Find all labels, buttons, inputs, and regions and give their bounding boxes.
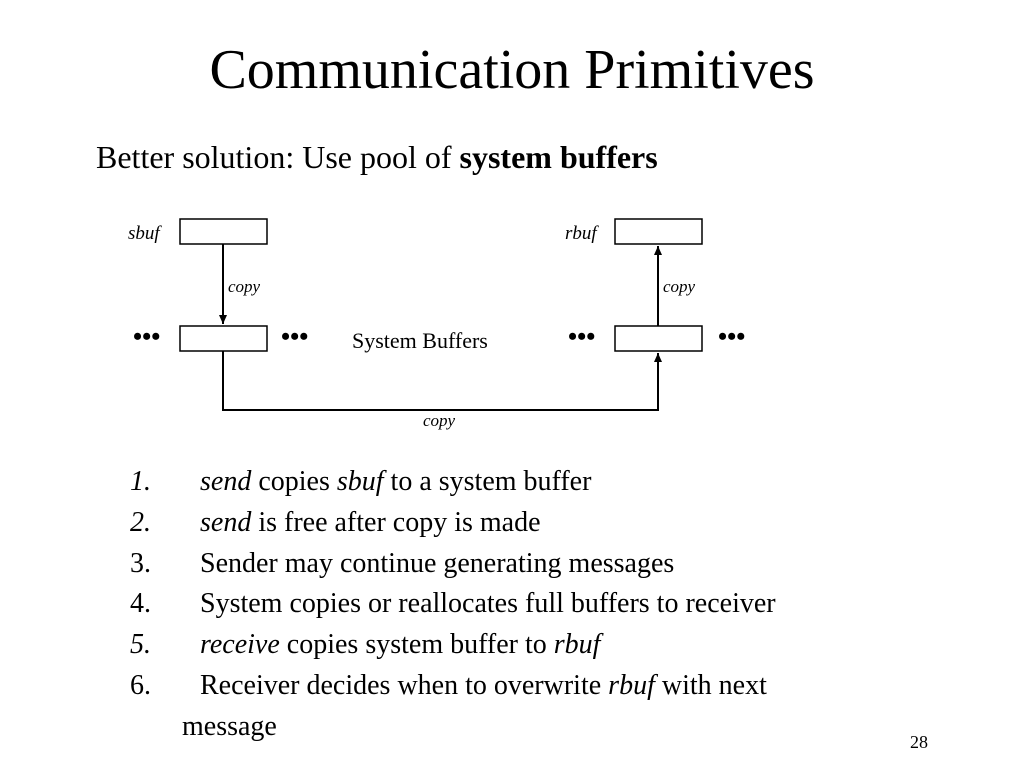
step-text: to a system buffer	[383, 466, 592, 497]
subtitle: Better solution: Use pool of system buff…	[96, 138, 658, 176]
step-text: with next	[654, 669, 767, 701]
step-text: rbuf	[608, 669, 655, 701]
copy-right-label: copy	[663, 277, 696, 296]
page-number: 28	[910, 732, 928, 752]
subtitle-bold: system buffers	[459, 139, 658, 175]
step-number: 6.	[130, 669, 151, 701]
ellipsis-left-inner: •••	[281, 322, 308, 351]
step-text: rbuf	[553, 629, 601, 661]
step-text: sbuf	[336, 466, 384, 497]
sbuf-label: sbuf	[128, 223, 162, 244]
step-number: 1.	[130, 466, 151, 497]
sbuf-box	[179, 218, 268, 245]
rbuf-box	[614, 218, 703, 245]
step-text: Sender may continue generating messages	[200, 547, 675, 579]
step-text: send	[200, 506, 252, 538]
system-buffer-left	[179, 325, 268, 352]
step-item: 5. receive copies system buffer to rbuf	[130, 625, 920, 666]
steps-list: 1. send copies sbuf to a system buffer 2…	[130, 462, 920, 748]
step-text: Receiver decides when to overwrite	[200, 669, 609, 701]
step-number: 4.	[130, 588, 151, 620]
step-number: 3.	[130, 547, 151, 579]
slide-title: Communication Primitives	[209, 39, 815, 101]
system-buffers-label: System Buffers	[352, 328, 488, 353]
step-continuation: message	[182, 710, 277, 742]
step-text: copies system buffer to	[279, 629, 554, 661]
system-buffer-right	[614, 325, 703, 352]
ellipsis-right-inner: •••	[568, 322, 595, 351]
step-text: copies	[251, 466, 337, 497]
step-text: send	[200, 466, 252, 497]
step-text: System copies or reallocates full buffer…	[200, 588, 776, 620]
step-item: 3. Sender may continue generating messag…	[130, 544, 920, 585]
step-item: 2. send is free after copy is made	[130, 503, 920, 544]
step-number: 5.	[130, 629, 151, 661]
step-item: 1. send copies sbuf to a system buffer	[130, 462, 920, 503]
step-item: 4. System copies or reallocates full buf…	[130, 584, 920, 625]
rbuf-label: rbuf	[565, 223, 599, 244]
ellipsis-left-outer: •••	[133, 322, 160, 351]
copy-left-label: copy	[228, 277, 261, 296]
step-text: is free after copy is made	[251, 506, 541, 538]
subtitle-prefix: Better solution: Use pool of	[96, 139, 460, 175]
system-transfer-arrow	[222, 351, 662, 411]
step-text: receive	[200, 629, 280, 661]
step-item: 6. Receiver decides when to overwrite rb…	[130, 666, 920, 748]
step-number: 2.	[130, 506, 151, 538]
ellipsis-right-outer: •••	[718, 322, 745, 351]
copy-bottom-label: copy	[423, 411, 456, 430]
